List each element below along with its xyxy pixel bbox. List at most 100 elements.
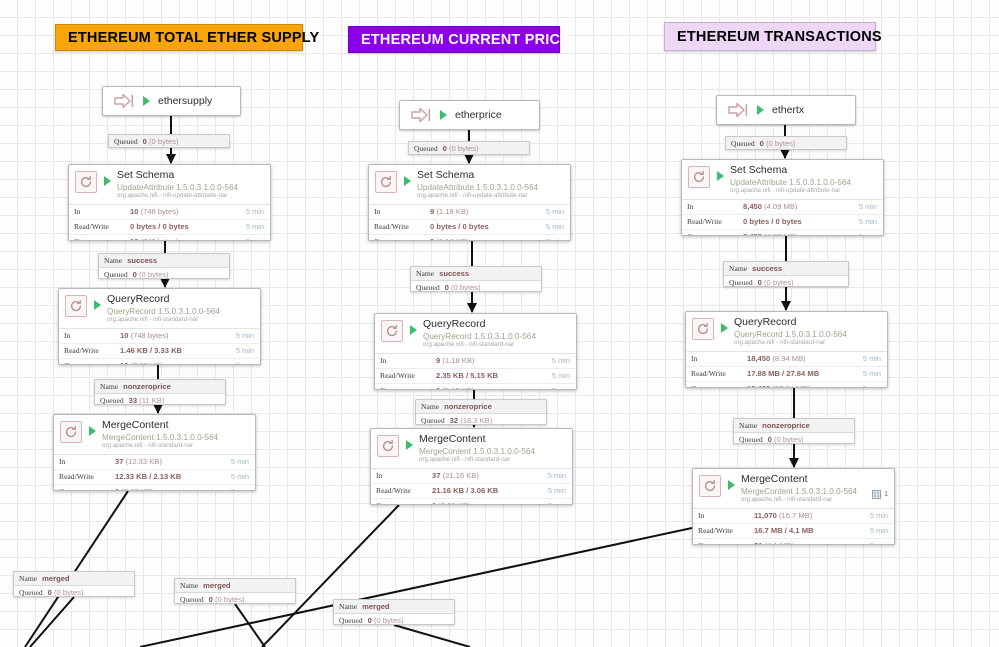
connection-queued-key: Queued	[731, 139, 755, 148]
connection-name-key: Name	[729, 264, 748, 273]
processor-stat-label: Out	[59, 361, 120, 364]
processor-stat-row: Out31 (4.1 MB)5 min	[693, 539, 894, 544]
connection-edge-edge-supply-merge-out[interactable]	[24, 490, 129, 647]
processor-stat-label: Out	[369, 237, 430, 240]
input-port-etherprice[interactable]: etherprice	[399, 100, 540, 130]
processor-bundle: org.apache.nifi - nifi-update-attribute-…	[730, 186, 841, 194]
run-play-icon[interactable]	[404, 176, 411, 186]
connection-name-key: Name	[19, 574, 38, 583]
connection-queued-key: Queued	[414, 144, 438, 153]
processor-stat-window: 5 min	[545, 207, 564, 217]
connection-edge-edge-merged-2-down[interactable]	[234, 603, 266, 647]
connection-queued-count: 0	[142, 137, 147, 146]
processor-stat-value-detail: (748 bytes)	[130, 331, 169, 341]
processor-stat-row: Out10 (3.33 KB)5 min	[59, 359, 260, 364]
processor-stat-value-detail: (21.16 KB)	[442, 471, 479, 481]
connection-queued-key: Queued	[104, 270, 128, 279]
processor-stat-label: In	[687, 202, 694, 212]
processor-stat-value: 10 (3.33 KB)	[120, 361, 236, 364]
input-port-icon	[723, 96, 753, 124]
input-port-ethersupply[interactable]: ethersupply	[102, 86, 241, 116]
processor-stat-value-main: 9	[436, 356, 441, 366]
run-play-icon[interactable]	[757, 105, 764, 115]
connection-queued-key: Queued	[19, 588, 43, 597]
processor-stat-label: Read/Write	[691, 369, 726, 379]
processor-stat-value-main: 21.16 KB / 3.06 KB	[432, 486, 499, 496]
processor-type: MergeContent 1.5.0.3.1.0.0-564	[419, 446, 536, 456]
run-play-icon[interactable]	[717, 171, 724, 181]
processor-stat-window: 5 min	[870, 541, 894, 544]
processor-type: QueryRecord 1.5.0.3.1.0.0-564	[423, 331, 536, 341]
run-play-icon[interactable]	[721, 323, 728, 333]
run-play-icon[interactable]	[406, 440, 413, 450]
processor-stat-value: 12.33 KB / 2.13 KB	[115, 472, 231, 481]
connection-queued-value: 33 (11 KB)	[129, 396, 165, 404]
connection-edge-edge-price-merge-out[interactable]	[261, 504, 400, 647]
processor-stat-row: Out1 (3.06 KB)5 min	[371, 499, 572, 504]
processor-bundle: org.apache.nifi - nifi-standard-nar	[741, 495, 833, 503]
processor-type: QueryRecord 1.5.0.3.1.0.0-564	[107, 306, 220, 316]
processor-stat-value-detail: (4.1 MB)	[765, 541, 794, 544]
processor-type: UpdateAttribute 1.5.0.3.1.0.0-564	[117, 182, 239, 192]
connection-name-value: nonzeroprice	[444, 402, 492, 411]
input-port-ethertx[interactable]: ethertx	[716, 95, 856, 125]
process-group-label-text: ETHEREUM TRANSACTIONS	[677, 28, 882, 45]
run-play-icon[interactable]	[410, 325, 417, 335]
processor-stat-label: Out	[686, 384, 747, 387]
processor-stat-value: 1.46 KB / 3.33 KB	[120, 346, 236, 355]
run-play-icon[interactable]	[94, 300, 101, 310]
connection-queued-value: 0 (0 bytes)	[768, 435, 804, 443]
run-play-icon[interactable]	[728, 480, 735, 490]
processor-stat-label: Read/Write	[59, 472, 94, 482]
run-play-icon[interactable]	[89, 426, 96, 436]
processor-icon	[381, 320, 403, 342]
processor-stat-row: Out9 (1.18 KB)5 min	[369, 235, 570, 240]
processor-icon	[699, 475, 721, 497]
connection-edge-edge-merged-3-down[interactable]	[393, 624, 471, 647]
processor-icon	[377, 435, 399, 457]
run-play-icon[interactable]	[440, 110, 447, 120]
run-play-icon[interactable]	[143, 96, 150, 106]
connection-queued-size: (0 bytes)	[373, 616, 404, 625]
connection-edge-edge-merged-1-down[interactable]	[29, 596, 75, 647]
run-play-icon[interactable]	[104, 176, 111, 186]
